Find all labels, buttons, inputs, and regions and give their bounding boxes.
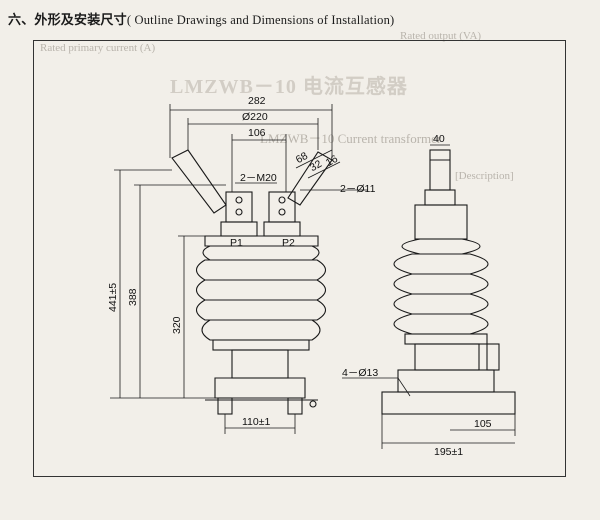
dim-441: 441±5 — [107, 282, 119, 312]
dim-106: 106 — [248, 127, 266, 139]
drawing-frame — [33, 40, 566, 477]
dim-282: 282 — [248, 95, 266, 107]
section-title-en: ( Outline Drawings and Dimensions of Ins… — [126, 13, 395, 27]
dim-320: 320 — [171, 316, 183, 334]
dim-105: 105 — [474, 418, 492, 430]
side-base-plate — [381, 391, 516, 415]
ghost-description: [Description] — [455, 170, 514, 182]
left-terminal-arm — [171, 149, 227, 214]
ground-bolt-icon — [309, 400, 317, 408]
dim-40: 40 — [433, 133, 445, 145]
dim-110: 110±1 — [242, 416, 271, 428]
dim-220: Ø220 — [242, 111, 268, 123]
dim-2-m20: 2－M20 — [240, 172, 277, 184]
terminal-label-p1: P1 — [230, 237, 243, 249]
section-title-cn: 六、外形及安装尺寸 — [8, 12, 127, 27]
terminal-base-p2 — [263, 221, 301, 237]
terminal-label-p2: P2 — [282, 237, 295, 249]
dim-2-phi11: 2－Ø11 — [340, 183, 376, 195]
ghost-rated-output: Rated output (VA) — [400, 30, 482, 42]
section-title: 六、外形及安装尺寸( Outline Drawings and Dimensio… — [8, 9, 394, 28]
right-terminal-arm — [287, 151, 333, 206]
watermark-title: LMZWB－10 电流互感器 — [170, 76, 408, 98]
dim-388: 388 — [127, 288, 139, 306]
side-terminal — [429, 149, 451, 191]
ghost-rated-primary: Rated primary current (A) — [40, 42, 156, 54]
terminal-base-p1 — [220, 221, 258, 237]
dim-4-phi13: 4－Ø13 — [342, 367, 379, 379]
ghost-lmzwb: LMZWB－10 Current transformer — [260, 131, 442, 146]
dim-195: 195±1 — [434, 446, 464, 458]
